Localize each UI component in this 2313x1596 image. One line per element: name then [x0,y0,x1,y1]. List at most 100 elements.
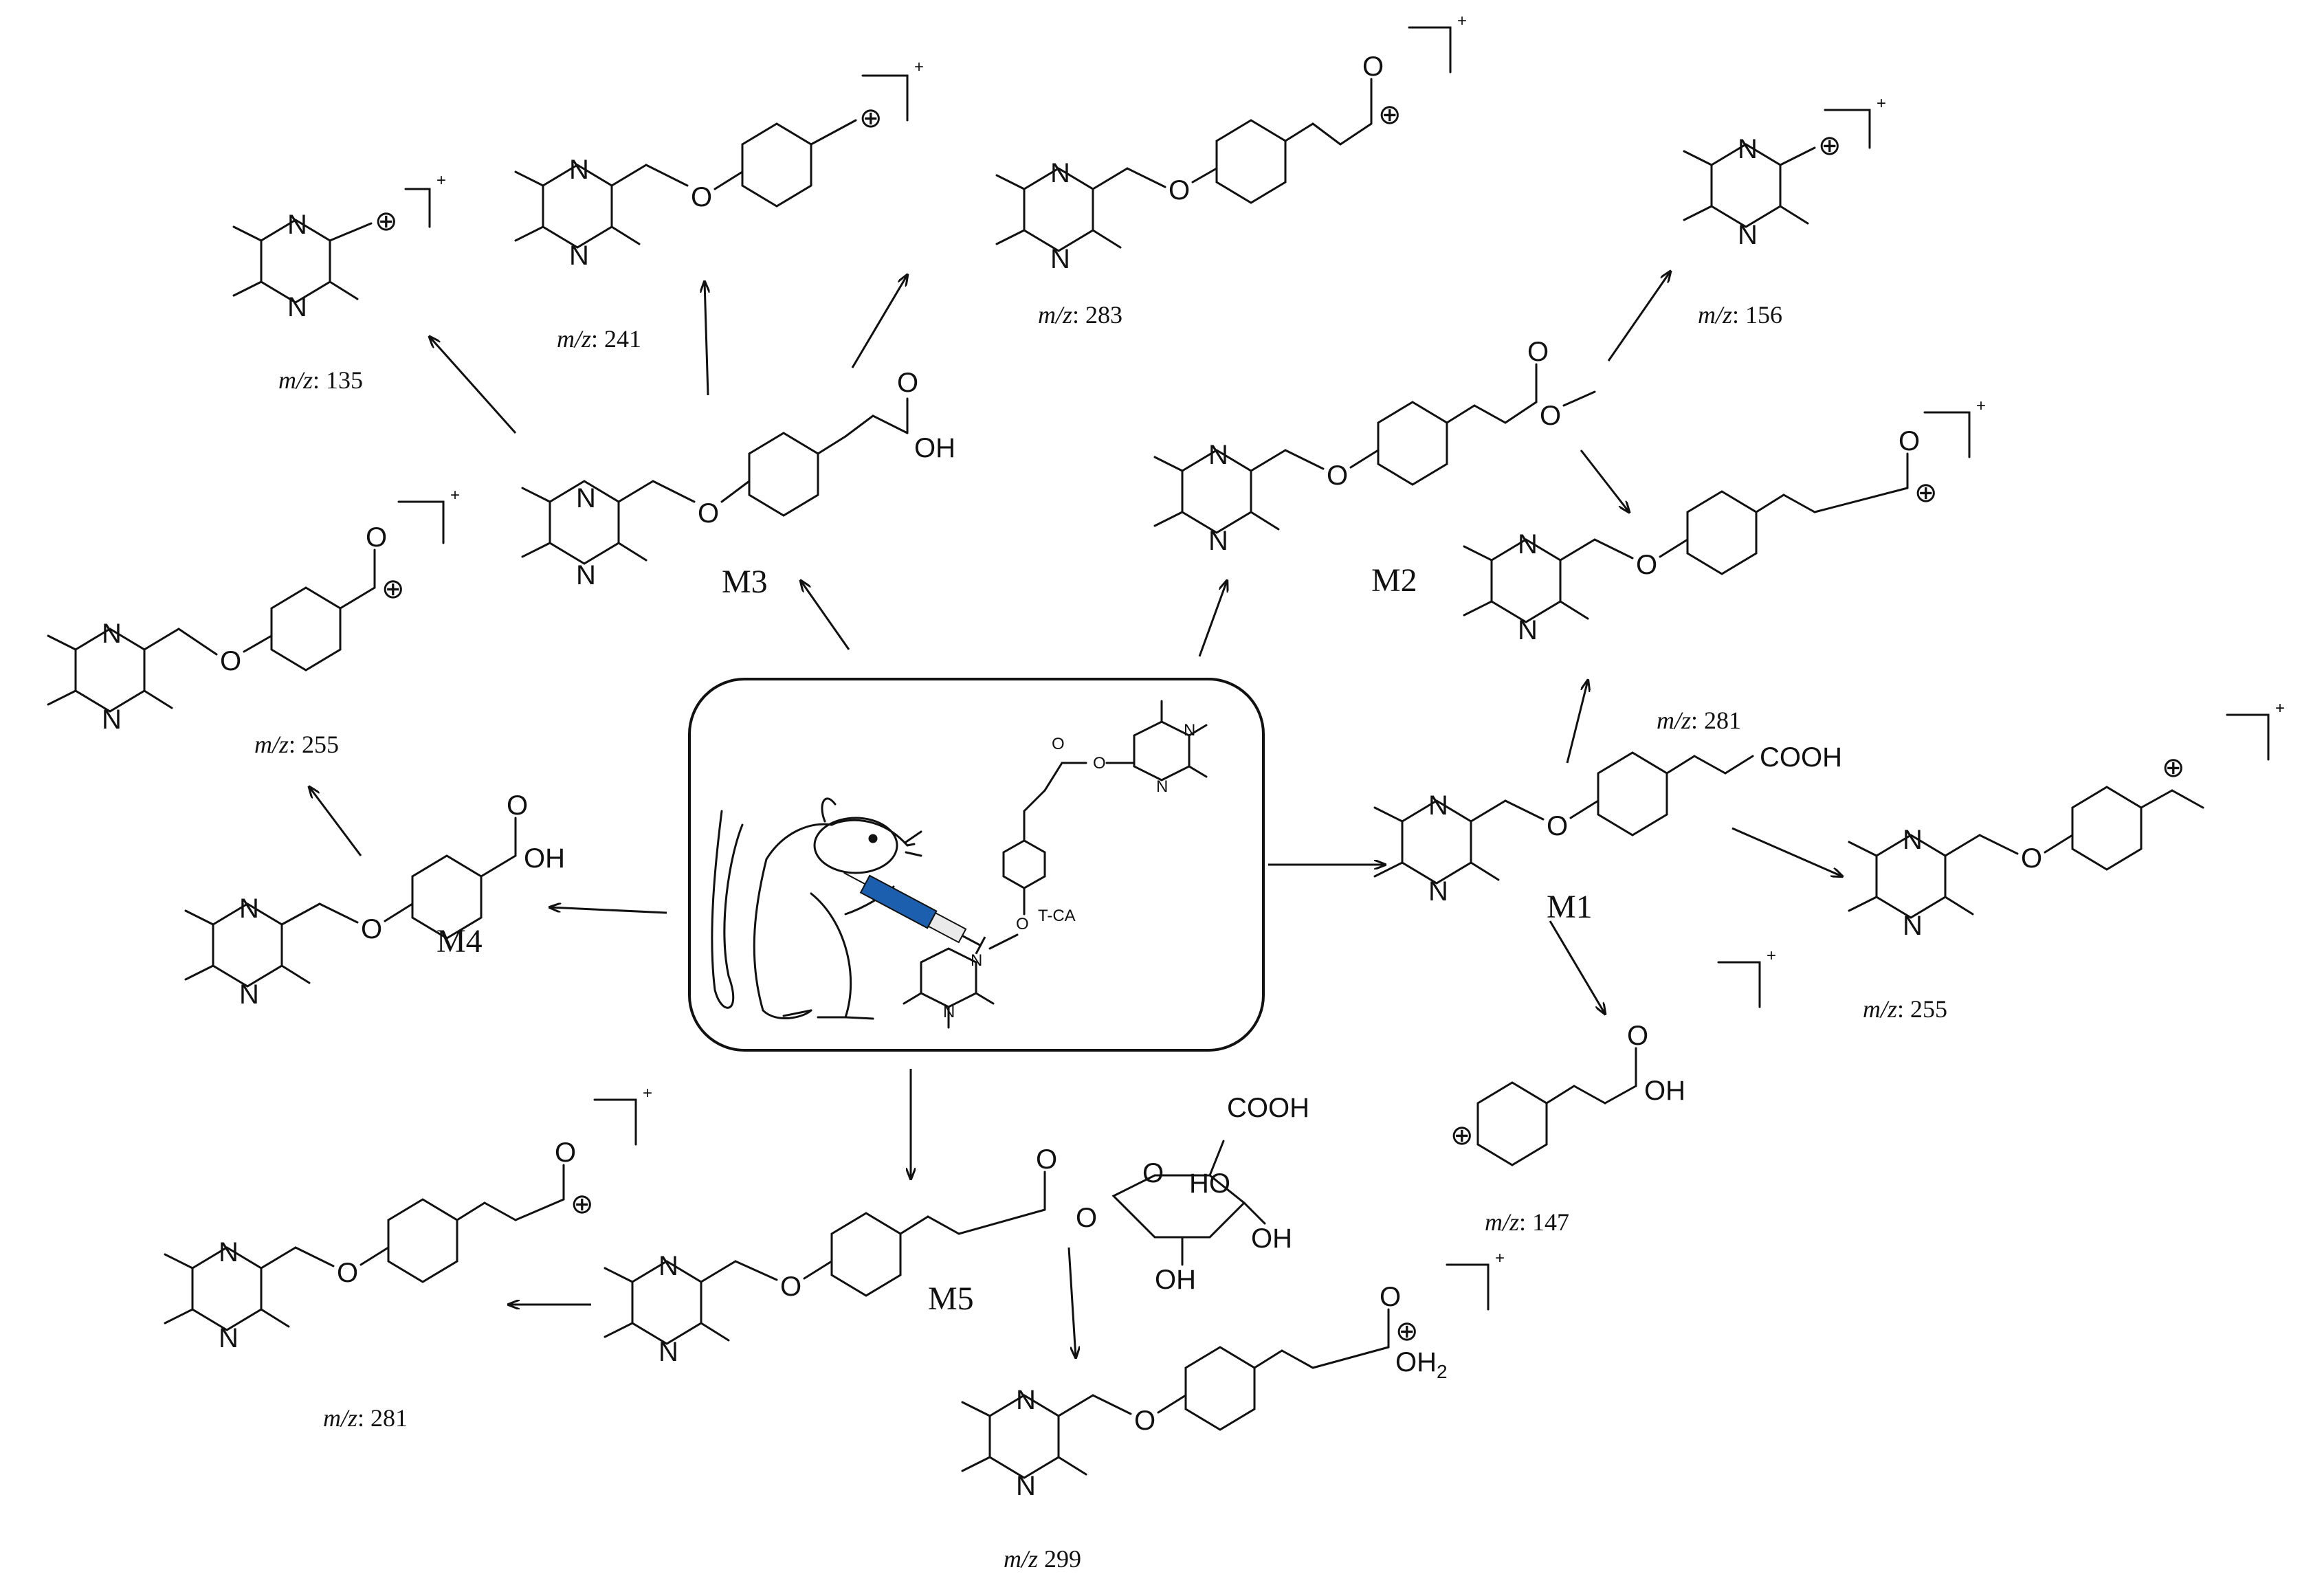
svg-text:⊕: ⊕ [571,1189,594,1219]
tca-label: T-CA [1038,907,1076,925]
fragment-299: N N O O ⊕ OH2 + m/z 299 [961,1249,1505,1573]
tca-structure: O O N N O N N T-CA [903,700,1208,1029]
svg-text:N: N [1156,777,1168,796]
svg-text:m/z: 255: m/z: 255 [254,731,339,758]
svg-text:N: N [659,1337,678,1367]
svg-text:N: N [1428,790,1448,821]
syringe-icon [843,872,986,955]
svg-text:m/z: 255: m/z: 255 [1863,995,1947,1023]
svg-text:O: O [366,522,387,553]
svg-text:O: O [1380,1282,1401,1312]
svg-text:N: N [1184,721,1195,740]
svg-text:O: O [1076,1203,1097,1233]
svg-text:O: O [897,368,918,398]
svg-text:O: O [780,1272,801,1302]
svg-text:N: N [102,705,122,735]
svg-text:N: N [219,1323,239,1353]
svg-text:⊕: ⊕ [1914,478,1938,508]
svg-text:N: N [1518,615,1538,645]
svg-text:OH: OH [1251,1223,1292,1254]
svg-text:O: O [1016,915,1029,933]
svg-text:O: O [1134,1406,1155,1436]
svg-text:m/z: 281: m/z: 281 [323,1404,408,1432]
svg-text:O: O [1036,1144,1057,1175]
svg-text:O: O [1636,550,1657,580]
fragment-255-right: N N O ⊕ + m/z: 255 [1848,699,2285,1023]
svg-text:+: + [1877,94,1886,113]
svg-text:N: N [1016,1385,1036,1415]
m3-label: M3 [722,564,768,600]
svg-text:OH2: OH2 [1395,1347,1448,1382]
svg-text:O: O [691,182,712,212]
svg-text:O: O [1093,754,1106,773]
svg-text:+: + [1457,12,1467,30]
svg-text:+: + [2275,699,2285,718]
metabolite-m3: N N O O OH M3 [521,368,955,600]
svg-text:N: N [1518,529,1538,559]
svg-text:N: N [1738,220,1758,250]
svg-text:N: N [1016,1471,1036,1501]
svg-text:N: N [239,894,259,924]
svg-text:N: N [287,210,307,240]
svg-text:⊕: ⊕ [1818,131,1841,161]
svg-text:O: O [1547,811,1568,841]
m4-label: M4 [436,923,483,960]
svg-text:N: N [102,619,122,649]
svg-text:O: O [220,646,241,676]
svg-text:COOH: COOH [1227,1093,1309,1123]
svg-text:N: N [569,155,589,185]
svg-text:N: N [1738,134,1758,164]
rat-icon [711,797,922,1020]
fragment-281-right: N N O O ⊕ + m/z: 281 [1463,397,1986,734]
svg-text:O: O [337,1258,358,1288]
svg-text:OH: OH [1644,1076,1685,1106]
svg-text:N: N [1208,440,1228,470]
svg-text:N: N [1208,526,1228,556]
m5-label: M5 [928,1281,974,1317]
svg-text:+: + [1767,946,1776,965]
svg-text:⊕: ⊕ [1378,100,1402,130]
svg-text:+: + [643,1084,652,1102]
svg-text:N: N [1903,911,1923,941]
svg-text:OH: OH [1155,1265,1196,1295]
metabolite-m2: N N O O O M2 [1153,337,1596,599]
svg-text:O: O [361,914,382,944]
m1-label: M1 [1547,889,1593,925]
svg-text:⊕: ⊕ [2162,753,2185,783]
svg-text:O: O [2021,843,2042,874]
svg-text:N: N [576,483,596,513]
fragment-241: N N O ⊕ + m/z: 241 [514,58,924,353]
svg-text:OH: OH [914,433,955,463]
svg-text:O: O [1362,52,1384,82]
svg-text:⊕: ⊕ [375,206,398,236]
svg-text:+: + [436,171,446,190]
svg-text:N: N [287,292,307,322]
svg-text:O: O [1540,401,1561,431]
svg-text:N: N [239,979,259,1010]
svg-text:N: N [576,560,596,590]
fragment-156: N N ⊕ + m/z: 156 [1683,94,1886,329]
svg-text:N: N [219,1237,239,1267]
svg-text:m/z 299: m/z 299 [1004,1545,1081,1573]
svg-text:O: O [555,1138,576,1168]
svg-text:m/z: 281: m/z: 281 [1657,707,1741,734]
svg-text:m/z: 135: m/z: 135 [278,366,363,394]
svg-text:+: + [450,486,460,505]
svg-text:O: O [698,498,719,529]
svg-text:⊕: ⊕ [859,103,883,133]
svg-text:HO: HO [1189,1168,1230,1199]
svg-text:N: N [1428,876,1448,907]
svg-text:+: + [1495,1249,1505,1267]
svg-text:O: O [1052,735,1065,753]
fragment-283: N N O O ⊕ + m/z: 283 [995,12,1467,329]
svg-text:O: O [1527,337,1549,367]
svg-text:O: O [507,790,528,821]
svg-text:m/z: 283: m/z: 283 [1038,301,1122,329]
svg-text:O: O [1169,175,1190,206]
svg-text:m/z: 241: m/z: 241 [557,325,641,353]
svg-text:m/z: 147: m/z: 147 [1485,1208,1569,1236]
svg-text:OH: OH [524,843,565,874]
fragment-255-left: N N O O ⊕ + m/z: 255 [47,486,460,758]
center-box: O O N N O N N T-CA [688,678,1265,1052]
